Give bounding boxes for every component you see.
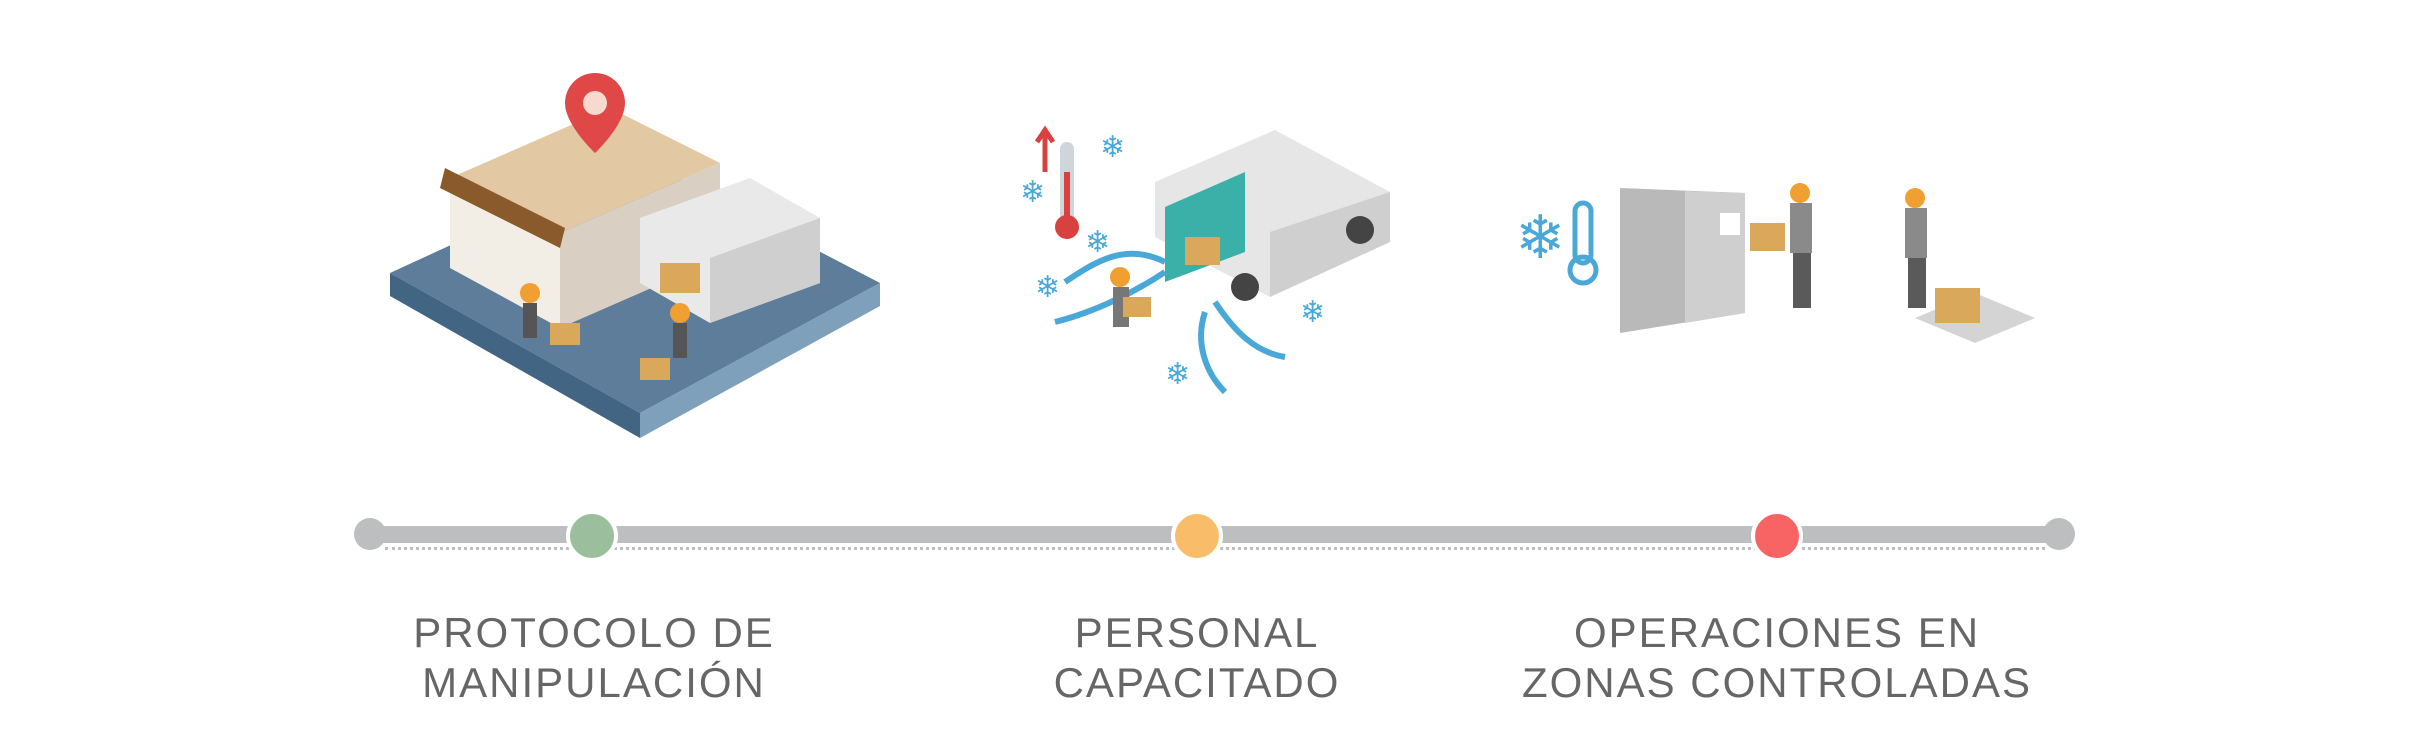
step-label-line: OPERACIONES EN — [1573, 609, 1981, 656]
step-label-1: PROTOCOLO DE MANIPULACIÓN — [294, 608, 894, 708]
store-delivery-illustration — [390, 73, 880, 438]
step-label-line: ZONAS CONTROLADAS — [1521, 659, 2033, 706]
svg-text:❄: ❄ — [1515, 204, 1565, 271]
timeline — [354, 510, 2075, 562]
svg-text:❄: ❄ — [1085, 226, 1110, 259]
svg-text:❄: ❄ — [1100, 131, 1125, 164]
location-pin-icon — [565, 73, 625, 153]
svg-text:❄: ❄ — [1165, 358, 1190, 391]
refrigerated-van-illustration: ❄ ❄ ❄ ❄ ❄ ❄ — [1020, 125, 1390, 395]
step-label-line: PROTOCOLO DE — [413, 609, 775, 656]
step-label-3: OPERACIONES EN ZONAS CONTROLADAS — [1477, 608, 2077, 708]
thermometer-icon — [1034, 125, 1079, 239]
step-label-2: PERSONAL CAPACITADO — [897, 608, 1497, 708]
svg-text:❄: ❄ — [1020, 176, 1045, 209]
snowflake-thermometer-icon: ❄ — [1515, 200, 1599, 286]
airflow-arrows-icon — [1054, 250, 1286, 395]
step-label-line: MANIPULACIÓN — [422, 659, 766, 706]
svg-text:❄: ❄ — [1300, 296, 1325, 329]
step-marker-1 — [566, 510, 618, 562]
step-marker-2 — [1171, 510, 1223, 562]
timeline-end-dot — [2043, 518, 2075, 550]
step-label-line: CAPACITADO — [1053, 659, 1341, 706]
timeline-start-dot — [354, 518, 386, 550]
step-label-line: PERSONAL — [1074, 609, 1320, 656]
step-marker-3 — [1751, 510, 1803, 562]
svg-text:❄: ❄ — [1035, 271, 1060, 304]
snowflake-icon: ❄ ❄ ❄ ❄ ❄ ❄ — [1020, 131, 1325, 391]
cold-room-workers-illustration: ❄ — [1515, 183, 2035, 343]
